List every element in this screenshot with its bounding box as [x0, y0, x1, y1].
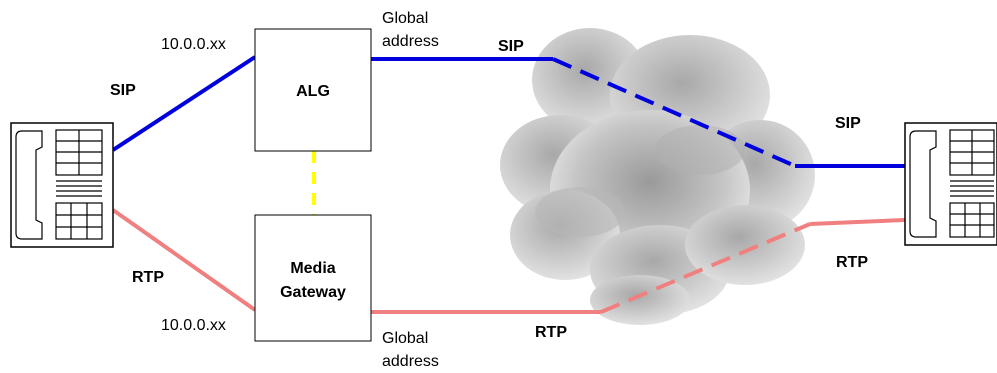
rtp-link-left	[111, 208, 257, 312]
rtp-link-cloud	[600, 222, 811, 314]
rtp-label-right: RTP	[836, 254, 868, 271]
sip-label-right: SIP	[835, 115, 861, 132]
left-telephone-icon	[10, 122, 114, 248]
rtp-label-left: RTP	[132, 269, 164, 286]
right-telephone-icon	[904, 122, 997, 246]
alg-private-ip-label: 10.0.0.xx	[161, 36, 226, 53]
alg-global-address-line1: Global	[382, 10, 428, 27]
sip-link-cloud	[552, 57, 796, 168]
alg-label: ALG	[296, 83, 330, 100]
connection-lines	[111, 55, 906, 314]
media-gateway-label-line1: Media	[290, 260, 335, 277]
rtp-link-right	[809, 218, 906, 226]
alg-global-address-line2: address	[382, 33, 439, 50]
sip-label-left: SIP	[110, 82, 136, 99]
rtp-label-mid: RTP	[535, 324, 567, 341]
mgw-global-address-line2: address	[382, 353, 439, 370]
sip-link-left	[111, 55, 257, 152]
mgw-global-address-line1: Global	[382, 330, 428, 347]
internet-cloud-icon	[500, 28, 815, 325]
alg-box: ALG	[254, 28, 372, 152]
sip-label-mid: SIP	[498, 38, 524, 55]
media-gateway-box: Media Gateway	[254, 214, 372, 342]
mgw-private-ip-label: 10.0.0.xx	[161, 317, 226, 334]
media-gateway-label-line2: Gateway	[280, 284, 346, 301]
